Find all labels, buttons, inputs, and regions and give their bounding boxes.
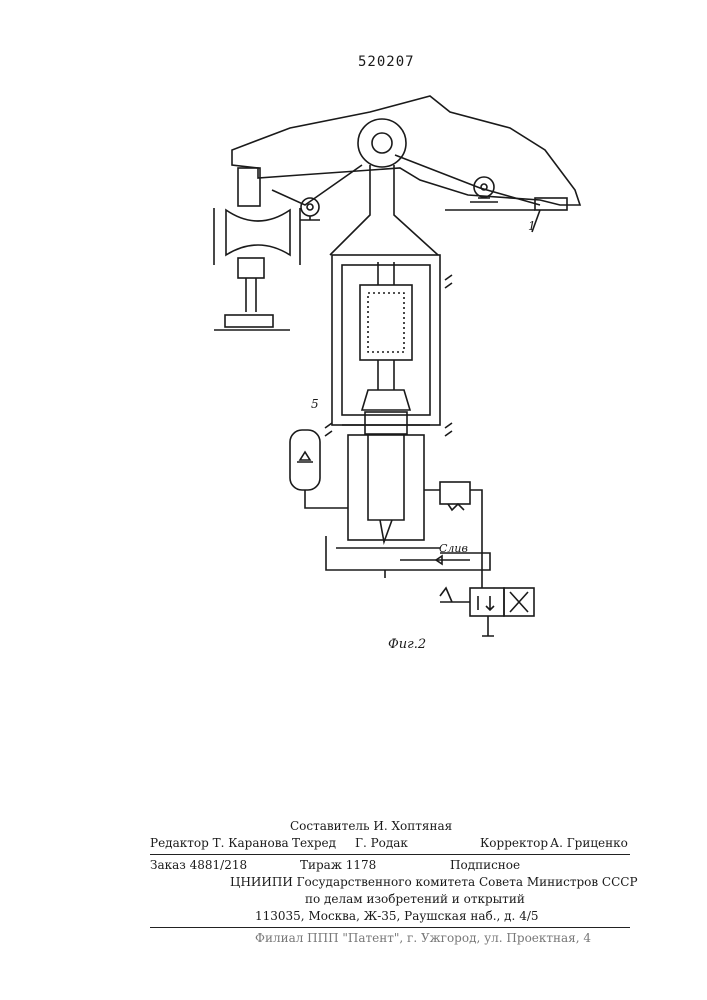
org-line-2: по делам изобретений и открытий	[305, 891, 525, 908]
imprint-block: Составитель И. Хоптяная Редактор Т. Кара…	[150, 818, 630, 947]
address: 113035, Москва, Ж-35, Раушская наб., д. …	[255, 908, 539, 925]
compiler: Составитель И. Хоптяная	[290, 818, 452, 835]
corrector-label: Корректор	[480, 835, 548, 852]
left-roll	[226, 210, 290, 255]
circulation: Тираж 1178	[300, 857, 376, 874]
imprint-row-address: 113035, Москва, Ж-35, Раушская наб., д. …	[150, 908, 630, 925]
techred-label: Техред	[292, 835, 336, 852]
figure-caption: Фиг.2	[388, 637, 426, 652]
drain-label: Слив	[439, 542, 468, 555]
technical-drawing	[0, 0, 707, 700]
left-roll-housing	[238, 168, 260, 206]
imprint-row-branch: Филиал ППП "Патент", г. Ужгород, ул. Про…	[150, 930, 630, 947]
branch: Филиал ППП "Патент", г. Ужгород, ул. Про…	[255, 930, 591, 947]
imprint-row-staff: Редактор Т. Каранова Техред Г. Родак Кор…	[150, 835, 630, 852]
imprint-rule-bottom	[150, 927, 630, 928]
imprint-row-compiler: Составитель И. Хоптяная	[150, 818, 630, 835]
imprint-row-org1: ЦНИИПИ Государственного комитета Совета …	[150, 874, 630, 891]
imprint-row-order: Заказ 4881/218 Тираж 1178 Подписное	[150, 857, 630, 874]
org-line-1: ЦНИИПИ Государственного комитета Совета …	[230, 874, 638, 891]
relief-valve	[440, 482, 470, 504]
rocking-lever	[232, 96, 580, 205]
order: Заказ 4881/218	[150, 857, 247, 874]
techred-name: Г. Родак	[355, 835, 408, 852]
piston-rod-upper	[330, 165, 438, 255]
imprint-rule	[150, 854, 630, 855]
directional-valve	[470, 588, 504, 616]
subscription: Подписное	[450, 857, 520, 874]
callout-5: 5	[311, 397, 319, 411]
lower-housing	[348, 435, 424, 540]
main-pivot	[358, 119, 406, 167]
cylinder-body	[332, 255, 440, 425]
left-base	[225, 315, 273, 327]
imprint-row-org2: по делам изобретений и открытий	[150, 891, 630, 908]
editor: Редактор Т. Каранова	[150, 835, 289, 852]
callout-1: 1	[528, 219, 536, 233]
corrector-name: А. Гриценко	[550, 835, 628, 852]
